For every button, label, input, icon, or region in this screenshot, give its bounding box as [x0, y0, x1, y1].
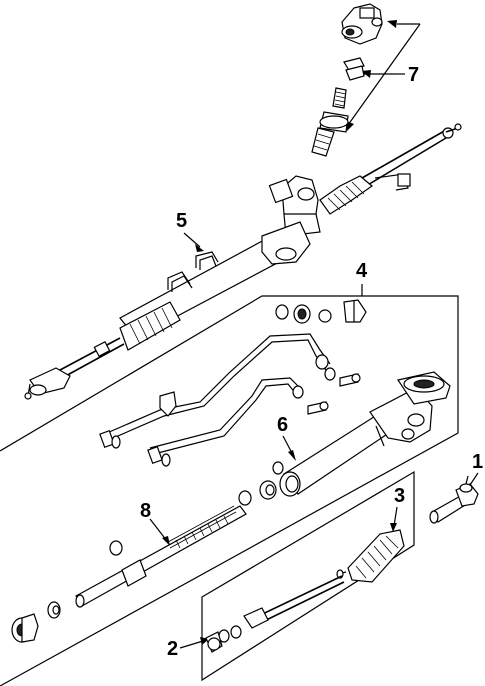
rack-housing — [272, 371, 451, 497]
callout-6: 6 — [277, 414, 288, 436]
steering-rack — [11, 480, 277, 643]
coupling-assembly — [311, 3, 383, 157]
callout-3: 3 — [394, 485, 405, 507]
leader-lines — [149, 20, 479, 649]
kit-box-4 — [0, 295, 459, 686]
callout-5: 5 — [176, 210, 187, 232]
callout-7: 7 — [408, 64, 419, 86]
rack-and-pinion-assembly — [24, 123, 462, 400]
callout-8: 8 — [140, 500, 151, 522]
pressure-line-set — [99, 299, 367, 467]
outer-tie-rod-end — [429, 475, 479, 524]
callout-2: 2 — [167, 638, 178, 660]
callout-4: 4 — [356, 260, 368, 282]
callout-1: 1 — [472, 451, 483, 473]
inner-tie-rod-and-boot — [205, 529, 405, 653]
kit-box-2 — [201, 470, 415, 682]
